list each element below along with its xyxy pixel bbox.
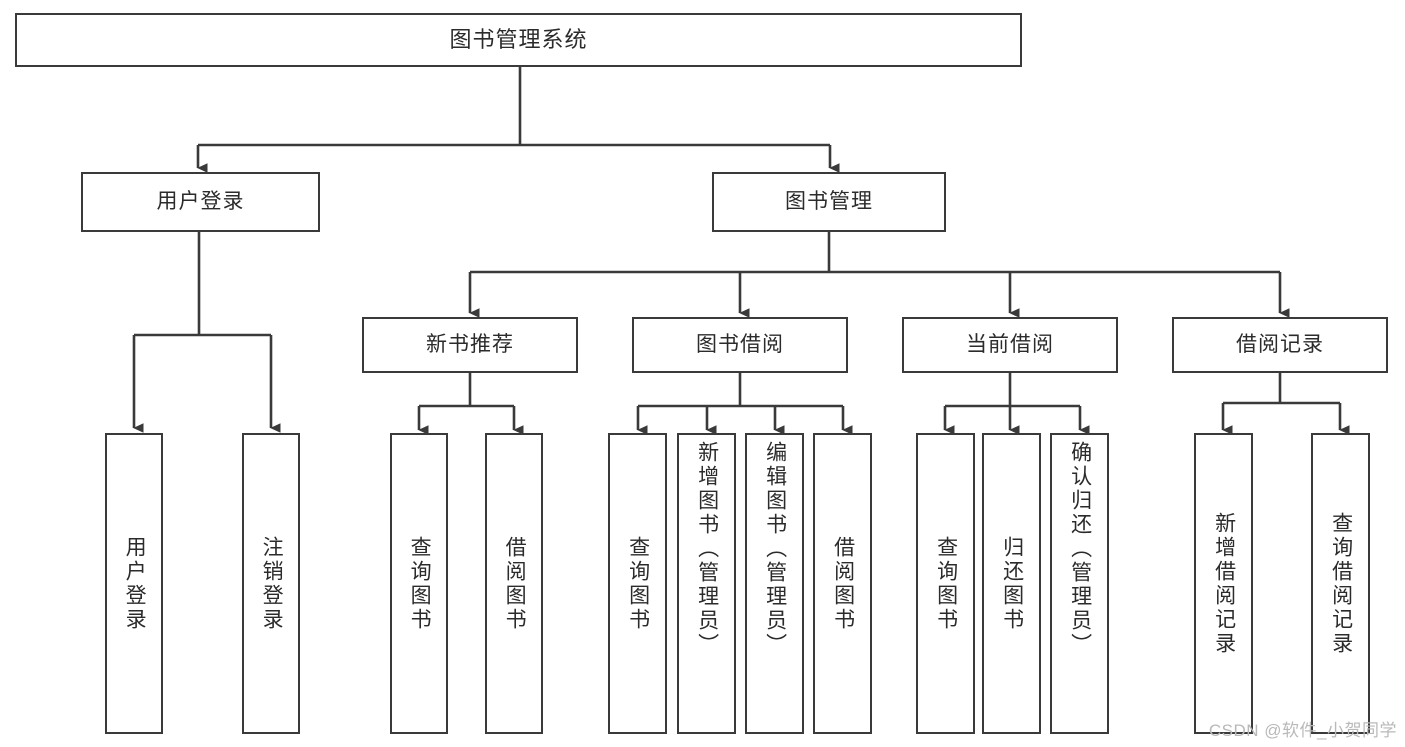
leaf-record-add-record[interactable]: 新增借阅记录 — [1194, 433, 1253, 734]
leaf-newbook-query-book[interactable]: 查询图书 — [390, 433, 448, 734]
leaf-borrow-edit-book-admin[interactable]: 编辑图书（管理员） — [745, 433, 804, 734]
leaf-current-confirm-return-admin[interactable]: 确认归还（管理员） — [1050, 433, 1109, 734]
csdn-watermark: CSDN @软件_小贺同学 — [1208, 721, 1397, 740]
node-new-book-recommend[interactable]: 新书推荐 — [362, 317, 578, 373]
leaf-user-login[interactable]: 用户登录 — [105, 433, 163, 734]
leaf-current-query-book[interactable]: 查询图书 — [916, 433, 975, 734]
leaf-user-logout[interactable]: 注销登录 — [242, 433, 300, 734]
node-root-system[interactable]: 图书管理系统 — [15, 13, 1022, 67]
leaf-newbook-borrow-book[interactable]: 借阅图书 — [485, 433, 543, 734]
leaf-record-query-record[interactable]: 查询借阅记录 — [1311, 433, 1370, 734]
leaf-current-return-book[interactable]: 归还图书 — [982, 433, 1041, 734]
node-borrow-record[interactable]: 借阅记录 — [1172, 317, 1388, 373]
node-book-borrow[interactable]: 图书借阅 — [632, 317, 848, 373]
leaf-borrow-borrow-book[interactable]: 借阅图书 — [813, 433, 872, 734]
leaf-borrow-add-book-admin[interactable]: 新增图书（管理员） — [677, 433, 736, 734]
leaf-borrow-query-book[interactable]: 查询图书 — [608, 433, 667, 734]
node-book-management[interactable]: 图书管理 — [712, 172, 946, 232]
node-current-borrow[interactable]: 当前借阅 — [902, 317, 1118, 373]
node-user-login[interactable]: 用户登录 — [81, 172, 320, 232]
